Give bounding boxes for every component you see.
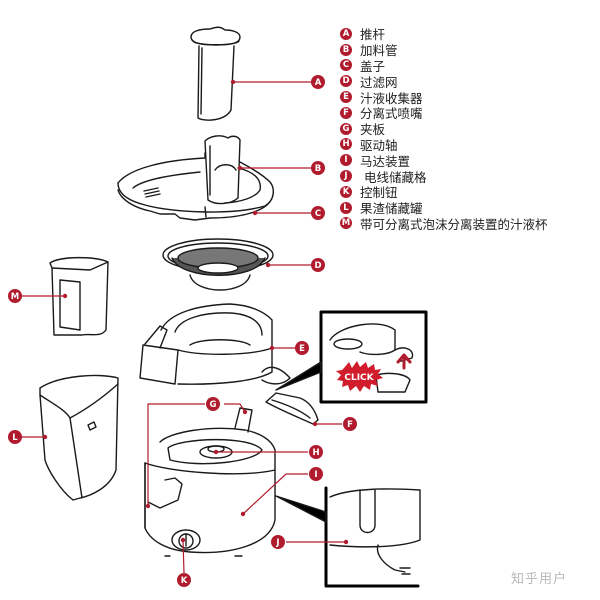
legend-badge: E: [340, 91, 352, 104]
callout-l: L: [8, 430, 22, 444]
juice-jug-part: [49, 256, 109, 336]
legend-item-e: E 汁液收集器: [340, 89, 548, 106]
legend-item-a: A 推杆: [340, 26, 548, 42]
legend-label: 加料管: [360, 43, 398, 59]
legend-item-l: L 果渣储藏罐: [340, 200, 548, 216]
legend-label: 盖子: [360, 59, 386, 74]
svg-text:G: G: [210, 400, 217, 410]
legend-label: 推杆: [360, 27, 386, 43]
callout-a: A: [311, 75, 325, 89]
legend-label: 夹板: [360, 122, 386, 138]
motor-base-part: [144, 407, 276, 557]
legend-label: 分离式喷嘴: [360, 106, 423, 122]
pulp-container-part: [39, 374, 119, 501]
leader-lines: [21, 81, 346, 574]
leader-k: [182, 539, 185, 574]
svg-text:M: M: [11, 292, 19, 302]
svg-text:F: F: [347, 420, 353, 430]
callout-i: I: [309, 467, 323, 481]
legend-label: 控制钮: [360, 185, 398, 201]
leader-dots: [42, 79, 349, 545]
legend-badge: I: [340, 154, 352, 167]
callout-markers: A B C D E F G H I J K L M: [8, 75, 357, 587]
svg-text:J: J: [275, 538, 279, 548]
callout-b: B: [311, 161, 325, 175]
legend-item-h: H 驱动轴: [340, 137, 548, 153]
spout-click-inset: [275, 310, 428, 404]
svg-text:E: E: [299, 344, 305, 354]
legend-badge: K: [340, 185, 352, 198]
filter-part: [162, 238, 274, 291]
cord-storage-inset: [275, 486, 421, 588]
pusher-part: [190, 26, 241, 121]
legend-label: 过滤网: [360, 74, 398, 90]
legend-badge: L: [340, 201, 352, 214]
callout-c: C: [311, 206, 325, 220]
callout-d: D: [311, 258, 325, 272]
legend-badge: M: [340, 217, 352, 230]
legend-badge: C: [340, 59, 352, 72]
callout-f: F: [343, 417, 357, 431]
svg-text:L: L: [12, 433, 18, 443]
svg-text:C: C: [315, 209, 321, 219]
legend-badge: B: [340, 43, 352, 56]
legend-badge: H: [340, 138, 352, 151]
legend-label: 果渣储藏罐: [360, 201, 423, 217]
legend-item-m: M 带可分离式泡沫分离装置的汁液杯: [340, 216, 548, 232]
legend-label: 带可分离式泡沫分离装置的汁液杯: [360, 216, 548, 232]
click-burst: CLICK: [336, 361, 383, 392]
legend-item-d: D 过滤网: [340, 73, 548, 90]
juice-collector-part: [139, 303, 291, 385]
watermark: 知乎用户: [511, 572, 568, 587]
legend-label: 电线储藏格: [364, 169, 427, 185]
callout-m: M: [8, 289, 22, 303]
svg-text:B: B: [315, 164, 321, 174]
callout-k: K: [177, 573, 191, 587]
legend-item-b: B 加料管: [340, 42, 548, 58]
svg-text:H: H: [312, 448, 319, 458]
parts-legend: A 推杆 B 加料管 C 盖子 D 过滤网 E 汁液收集器 F 分离式喷嘴 G 夹板 H 驱动轴…: [340, 26, 548, 232]
legend-item-k: K 控制钮: [340, 184, 548, 200]
legend-label: 驱动轴: [360, 137, 398, 153]
svg-text:A: A: [315, 78, 322, 88]
legend-badge: A: [340, 27, 352, 40]
legend-item-i: I 马达装置: [340, 152, 548, 169]
legend-label: 马达装置: [360, 153, 411, 169]
lid-part: [117, 135, 274, 221]
legend-item-j: J 电线储藏格: [340, 168, 548, 185]
legend-badge: F: [340, 106, 352, 119]
click-text: CLICK: [344, 373, 374, 383]
spout-part: [265, 392, 319, 425]
svg-text:K: K: [181, 576, 188, 586]
leader-g: [147, 403, 246, 506]
callout-e: E: [295, 341, 309, 355]
legend-badge: G: [340, 122, 352, 135]
legend-item-f: F 分离式喷嘴: [340, 105, 548, 121]
svg-text:D: D: [314, 261, 321, 271]
svg-text:I: I: [314, 470, 317, 480]
callout-j: J: [271, 535, 285, 549]
callout-g: G: [206, 397, 220, 411]
legend-item-g: G 夹板: [340, 121, 548, 137]
legend-item-c: C 盖子: [340, 58, 548, 74]
legend-badge: D: [340, 75, 352, 88]
legend-label: 汁液收集器: [360, 90, 423, 106]
leader-i: [242, 473, 308, 515]
legend-badge: J: [340, 170, 352, 183]
callout-h: H: [309, 445, 323, 459]
